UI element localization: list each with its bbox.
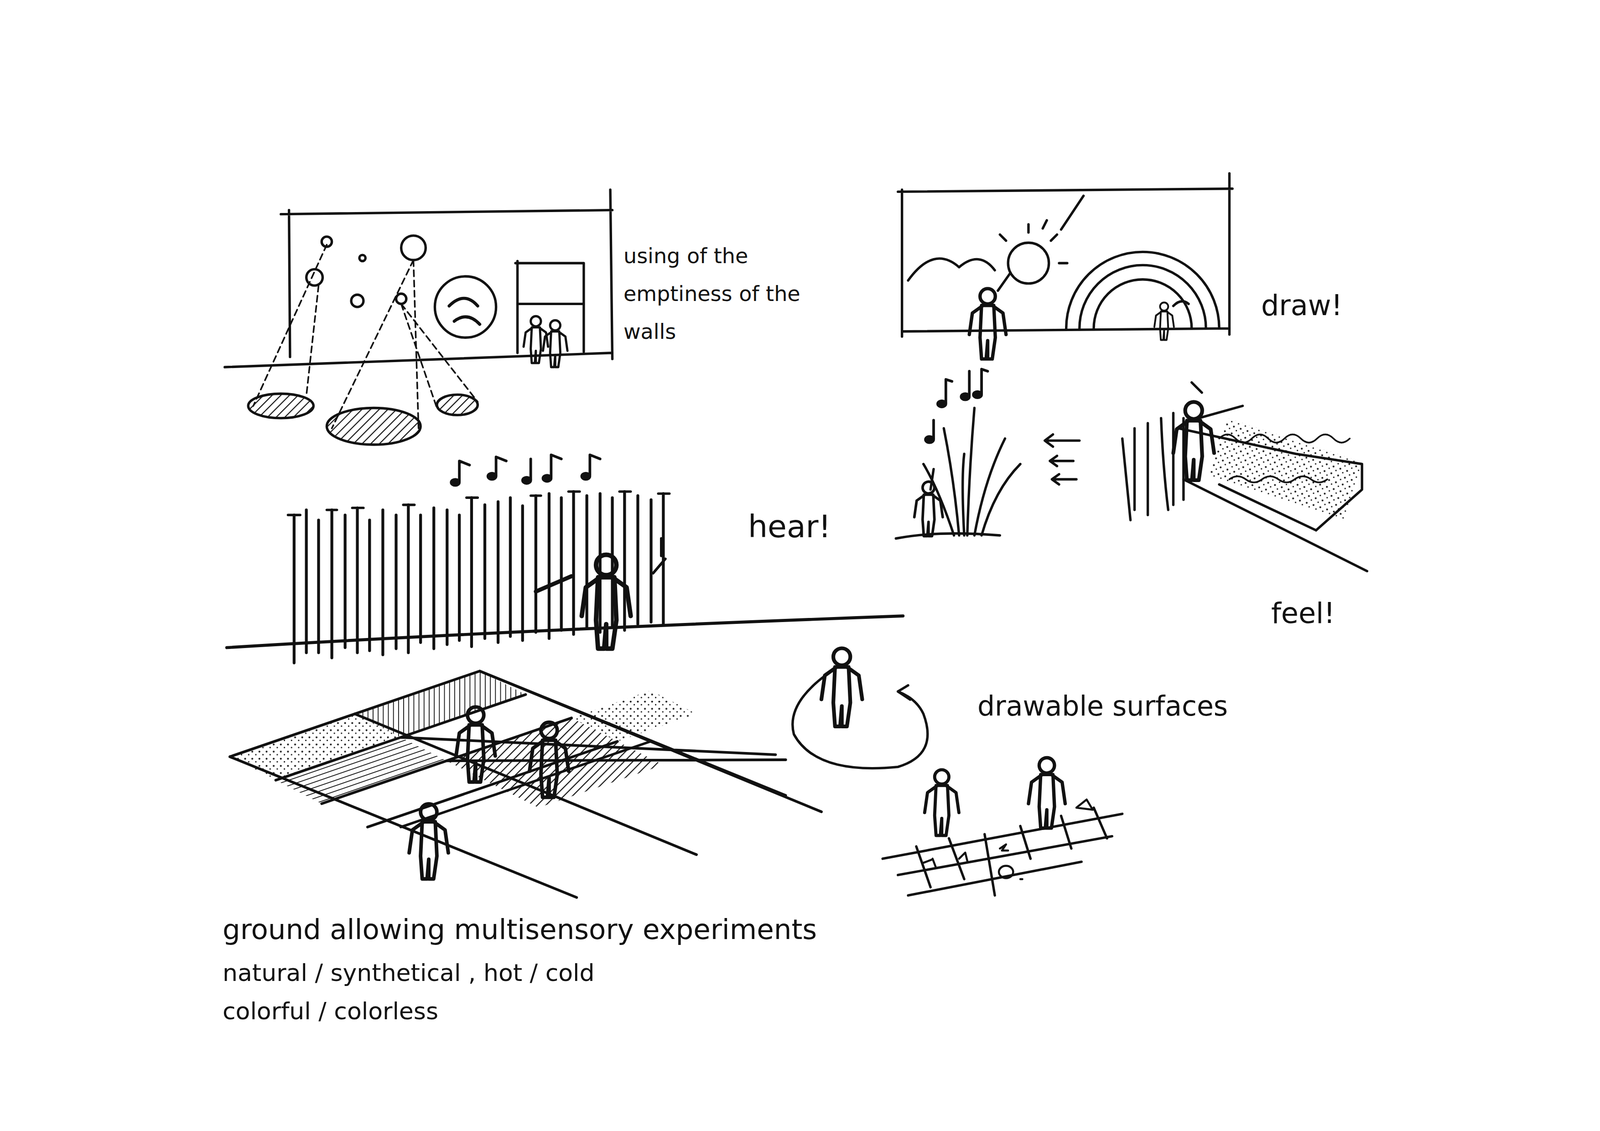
annotation-label: natural / synthetical , hot / cold bbox=[222, 956, 595, 989]
annotation-label: drawable surfaces bbox=[977, 687, 1228, 725]
annotation-label: draw! bbox=[1261, 287, 1343, 324]
annotation-label: colorful / colorless bbox=[222, 995, 439, 1028]
annotation-label: feel! bbox=[1271, 595, 1336, 632]
annotation-label: hear! bbox=[748, 508, 832, 546]
annotation-label: using of the emptiness of the walls bbox=[623, 237, 825, 351]
annotation-label: ground allowing multisensory experiments bbox=[222, 911, 817, 948]
